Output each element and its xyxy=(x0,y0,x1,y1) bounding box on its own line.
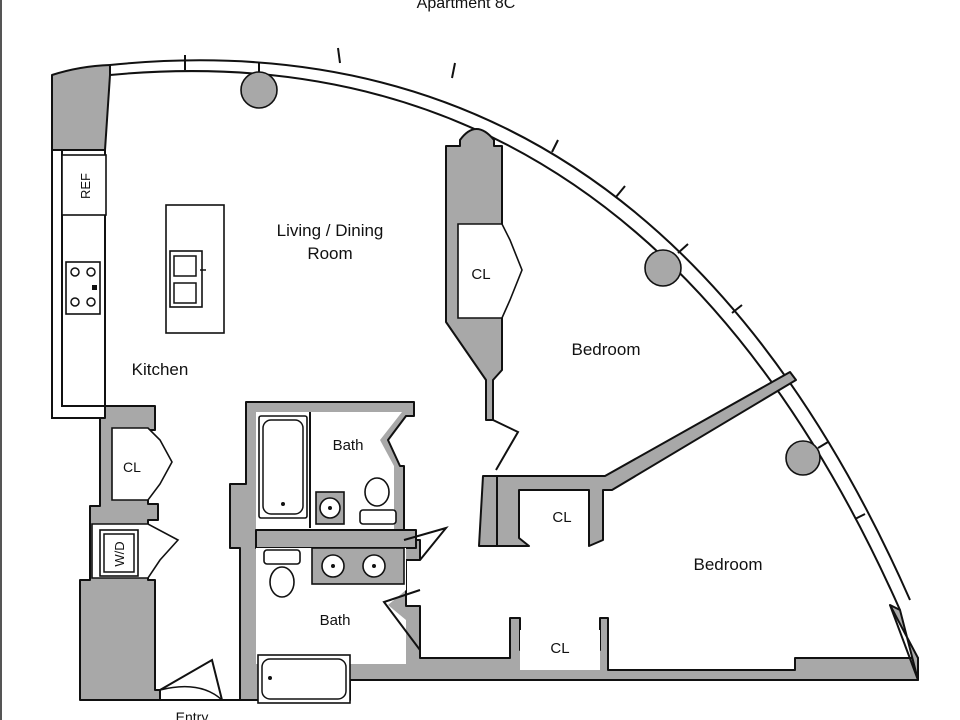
cooktop xyxy=(65,261,101,315)
closet-top xyxy=(457,223,523,319)
bedroom-divider-wall xyxy=(496,371,797,547)
washer-dryer-label: W/D xyxy=(112,541,127,566)
refrigerator xyxy=(61,154,107,216)
closet-kitchen xyxy=(111,427,173,501)
column-1 xyxy=(240,71,278,109)
hall-lower-wall xyxy=(478,475,498,547)
bath-upper-label: Bath xyxy=(333,437,364,454)
closet-bottom-label: CL xyxy=(550,640,569,657)
closet-kitchen-label: CL xyxy=(123,459,141,475)
refrigerator-label: REF xyxy=(78,173,93,199)
plan-title: Apartment 8C xyxy=(417,0,516,12)
washer-dryer xyxy=(99,529,139,577)
column-3 xyxy=(785,440,821,476)
bedroom-lower-label: Bedroom xyxy=(694,555,763,574)
kitchen-counter xyxy=(62,149,106,406)
toilet-upper xyxy=(364,477,390,507)
living-dining-label-line2: Room xyxy=(307,244,352,263)
hall-door xyxy=(403,526,449,561)
bath-lower-door xyxy=(382,589,421,651)
kitchen-island xyxy=(165,204,225,334)
entry-door xyxy=(159,658,223,701)
kitchen-label: Kitchen xyxy=(132,360,189,379)
column-2 xyxy=(644,249,682,287)
toilet-lower xyxy=(269,566,295,598)
closet-mid-label: CL xyxy=(552,509,571,526)
bath-lower-label: Bath xyxy=(320,612,351,629)
entry-label: Entry xyxy=(176,709,209,720)
bedroom-upper-label: Bedroom xyxy=(572,340,641,359)
living-dining-label-line1: Living / Dining xyxy=(277,221,384,240)
closet-top-label: CL xyxy=(471,266,490,283)
bedroom-door xyxy=(492,419,520,471)
bath-divider xyxy=(255,529,417,549)
bathtub-lower xyxy=(257,654,351,704)
closet-bottom xyxy=(520,630,600,670)
toilet-lower-tank xyxy=(263,549,301,565)
kitchen-corner-wall xyxy=(51,64,111,151)
bathtub-upper xyxy=(258,415,308,519)
